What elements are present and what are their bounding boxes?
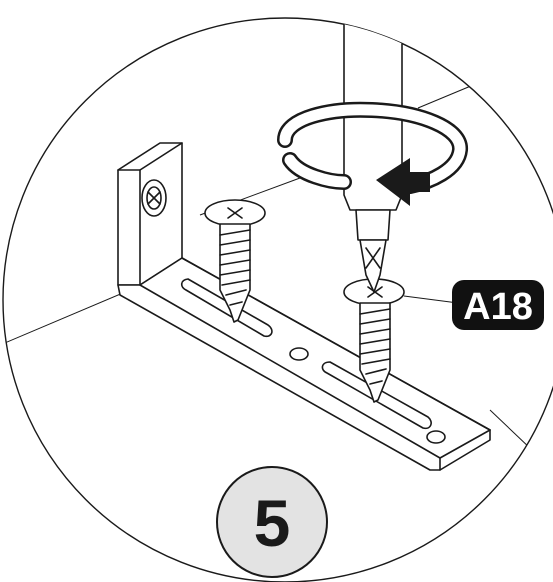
- rotation-arrow-icon: [277, 101, 468, 206]
- part-label-text: A18: [463, 286, 533, 328]
- step-badge: 5: [216, 466, 328, 578]
- bracket-icon: [117, 142, 491, 471]
- part-leader-line: [403, 295, 459, 304]
- screw-icon: [343, 278, 405, 403]
- step-number: 5: [254, 486, 291, 560]
- part-label: A18: [452, 280, 544, 330]
- screw-icon: [204, 199, 266, 323]
